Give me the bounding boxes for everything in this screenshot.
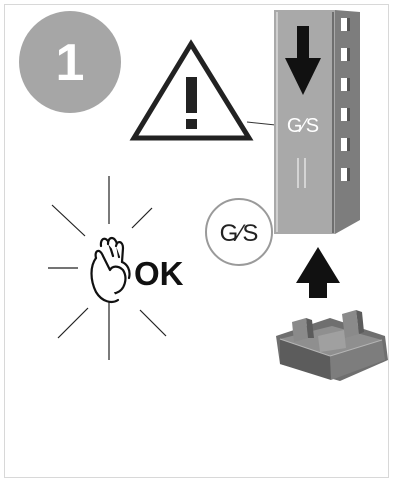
up-arrow-icon bbox=[296, 247, 340, 298]
step-number: 1 bbox=[56, 34, 85, 92]
post-side-face bbox=[335, 10, 360, 234]
ok-label: OK bbox=[134, 255, 184, 292]
warning-triangle-icon bbox=[134, 44, 249, 138]
step-badge: 1 bbox=[19, 11, 121, 113]
callout-logo: G∕S bbox=[220, 220, 259, 247]
logo-callout: G∕S bbox=[206, 199, 272, 265]
post-logo: G∕S bbox=[287, 115, 319, 137]
ok-hand-icon bbox=[92, 238, 130, 302]
foot-cap bbox=[276, 310, 388, 381]
